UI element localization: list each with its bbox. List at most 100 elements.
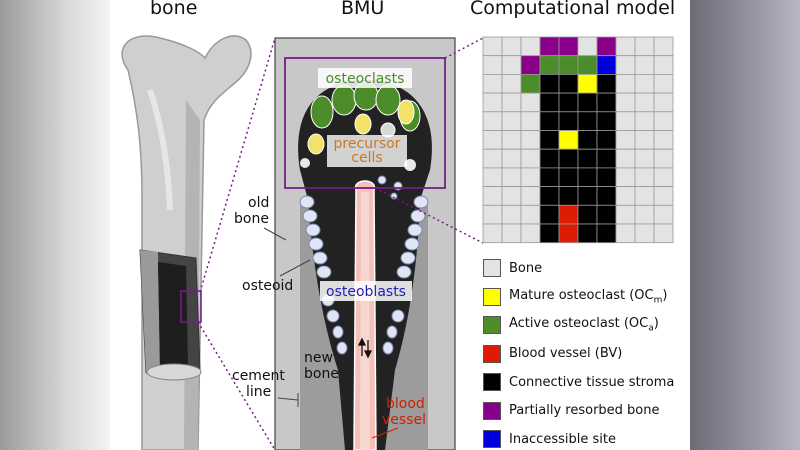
- grid-cell-stroma: [577, 130, 598, 150]
- grid-cell-bone: [501, 74, 522, 94]
- legend-swatch-inaccessible: [483, 430, 501, 448]
- grid-cell-bone: [520, 111, 541, 131]
- grid-cell-bone: [653, 204, 674, 225]
- grid-cell-stroma: [558, 92, 579, 113]
- grid-cell-stroma: [596, 186, 617, 206]
- label-old-bone-2: bone: [234, 211, 269, 227]
- grid-cell-stroma: [539, 111, 560, 131]
- grid-cell-bone: [482, 223, 503, 244]
- grid-cell-bone: [653, 130, 674, 150]
- grid-cell-bone: [520, 186, 541, 206]
- grid-cell-stroma: [558, 74, 579, 94]
- grid-cell-bone: [482, 111, 503, 131]
- label-precursor-1: precursor: [334, 136, 401, 152]
- grid-cell-mature: [577, 74, 598, 94]
- legend-swatch-resorbed: [483, 401, 501, 420]
- title-bmu: BMU: [341, 0, 385, 19]
- osteoblast-cells: [299, 175, 429, 355]
- bmu-illustration: osteoclasts precursor cells osteoblasts …: [232, 37, 484, 450]
- grid-cell-resorbed: [558, 36, 579, 57]
- grid-cell-bone: [501, 186, 522, 206]
- model-grid: [482, 36, 674, 244]
- label-cement-2: line: [246, 384, 271, 400]
- grid-cell-stroma: [577, 186, 598, 206]
- label-blood-2: vessel: [382, 412, 426, 428]
- grid-cell-bone: [653, 223, 674, 244]
- grid-cell-bone: [482, 130, 503, 150]
- grid-cell-bone: [634, 204, 655, 225]
- grid-cell-bone: [501, 223, 522, 244]
- grid-cell-bone: [482, 74, 503, 94]
- grid-cell-inaccessible: [596, 55, 617, 75]
- osteoblasts-label-bg: [320, 281, 412, 301]
- grid-cell-active: [577, 55, 598, 75]
- pointer-osteoid: [279, 259, 311, 277]
- grid-cell-bone: [615, 36, 636, 57]
- grid-cell-bone: [501, 55, 522, 75]
- grid-cell-stroma: [539, 92, 560, 113]
- zoom-line-top: [199, 37, 276, 293]
- legend-item-stroma: Connective tissue stroma: [483, 372, 674, 392]
- grid-cell-mature: [558, 130, 579, 150]
- pointer-blood-vessel: [371, 427, 399, 439]
- label-precursor-2: cells: [351, 150, 382, 166]
- grid-cell-bone: [615, 204, 636, 225]
- bone-canal: [158, 262, 188, 365]
- grid-cell-bone: [615, 92, 636, 113]
- grid-cell-active: [520, 74, 541, 94]
- label-blood-1: blood: [386, 396, 425, 412]
- legend-label-mature: Mature osteoclast (OCm): [509, 287, 668, 306]
- grid-cell-resorbed: [596, 36, 617, 57]
- precursor-label-bg: [327, 135, 407, 167]
- grid-cell-bone: [482, 204, 503, 225]
- grid-cell-stroma: [539, 74, 560, 94]
- legend-swatch-vessel: [483, 344, 501, 363]
- grid-cell-bone: [501, 130, 522, 150]
- pointer-old-bone: [263, 227, 287, 241]
- grid-cell-bone: [653, 186, 674, 206]
- grid-cell-bone: [634, 186, 655, 206]
- grid-cell-bone: [653, 74, 674, 94]
- grid-cell-bone: [615, 55, 636, 75]
- grid-cell-stroma: [577, 223, 598, 244]
- grid-cell-bone: [615, 74, 636, 94]
- grid-cell-bone: [653, 55, 674, 75]
- grid-cell-bone: [482, 36, 503, 57]
- grid-cell-active: [558, 55, 579, 75]
- grid-cell-stroma: [539, 167, 560, 187]
- grid-cell-stroma: [539, 223, 560, 244]
- legend-swatch-bone: [483, 259, 501, 277]
- grid-cell-bone: [615, 111, 636, 131]
- bone-cross-section-light: [140, 250, 160, 375]
- right-blurred-margin: [690, 0, 800, 450]
- grid-cell-stroma: [596, 148, 617, 169]
- grid-cell-bone: [634, 74, 655, 94]
- femur-shading-line: [147, 89, 173, 211]
- bmu-selection-box: [180, 290, 202, 323]
- grid-cell-bone: [520, 36, 541, 57]
- grid-cell-resorbed: [539, 36, 560, 57]
- legend-item-mature: Mature osteoclast (OCm): [483, 287, 667, 307]
- grid-cell-bone: [501, 36, 522, 57]
- grid-cell-vessel: [558, 223, 579, 244]
- grid-cell-bone: [482, 167, 503, 187]
- flow-arrows: [357, 337, 373, 359]
- grid-cell-bone: [520, 223, 541, 244]
- grid-cell-stroma: [577, 92, 598, 113]
- grid-cell-stroma: [577, 167, 598, 187]
- grid-cell-bone: [634, 36, 655, 57]
- grid-cell-bone: [615, 186, 636, 206]
- grid-cell-bone: [634, 130, 655, 150]
- legend-label-active: Active osteoclast (OCa): [509, 316, 659, 334]
- grid-cell-bone: [501, 148, 522, 169]
- grid-cell-stroma: [539, 148, 560, 169]
- grid-cell-bone: [482, 92, 503, 113]
- grid-cell-bone: [634, 148, 655, 169]
- grid-cell-bone: [577, 36, 598, 57]
- zoom-line-model-bottom: [374, 187, 484, 244]
- legend-item-inaccessible: Inaccessible site: [483, 429, 616, 449]
- grid-cell-stroma: [558, 186, 579, 206]
- grid-cell-bone: [520, 130, 541, 150]
- grid-cell-stroma: [596, 111, 617, 131]
- label-new-bone-2: bone: [304, 366, 339, 382]
